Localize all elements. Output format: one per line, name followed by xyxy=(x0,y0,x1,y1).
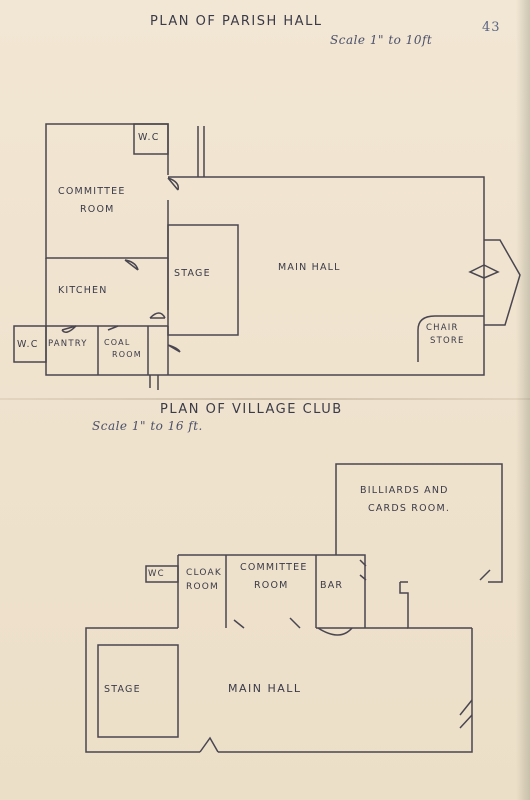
parish-coal-door-swing xyxy=(107,325,119,331)
club-billiards-room-wall xyxy=(335,463,503,583)
page-fold xyxy=(0,398,530,400)
village-club-scale: Scale 1" to 16 ft. xyxy=(92,419,203,433)
club-front-block-wall xyxy=(178,554,366,628)
club-committee-label-2: ROOM xyxy=(254,580,289,591)
club-bar-side-door xyxy=(359,559,367,581)
parish-porch-wall xyxy=(484,239,521,326)
club-committee-door-swing xyxy=(289,617,301,629)
club-billiards-door-swing xyxy=(479,569,491,581)
club-billiards-label-1: BILLIARDS AND xyxy=(360,485,449,496)
club-main-hall-label: MAIN HALL xyxy=(228,682,302,695)
club-stage-label: STAGE xyxy=(104,684,141,695)
parish-chair-label-1: CHAIR xyxy=(426,323,459,333)
parish-kitchen-label: KITCHEN xyxy=(58,285,108,296)
parish-hall-scale: Scale 1" to 10ft xyxy=(330,33,433,47)
club-main-hall-wall xyxy=(85,627,200,753)
club-cloak-door-swing xyxy=(233,619,245,629)
parish-wc-top-label: W.C xyxy=(138,132,160,143)
parish-main-hall-wall xyxy=(168,176,485,376)
parish-committee-label-2: ROOM xyxy=(80,204,115,215)
parish-hall-title: PLAN OF PARISH HALL xyxy=(150,14,323,29)
club-main-hall-right-wall xyxy=(218,628,473,753)
club-cloak-label-2: ROOM xyxy=(186,582,219,592)
parish-committee-door-swing xyxy=(167,177,180,191)
parish-wc-bottom-label: W.C xyxy=(17,339,39,350)
club-billiards-label-2: CARDS ROOM. xyxy=(368,503,451,514)
parish-service-door-swing xyxy=(149,312,166,319)
club-corridor-wall xyxy=(399,582,472,629)
parish-coal-label-1: COAL xyxy=(104,338,131,347)
club-wc-wall xyxy=(145,565,179,583)
parish-main-hall-label: MAIN HALL xyxy=(278,262,341,273)
club-front-door-swing xyxy=(199,736,219,753)
parish-wc-top-wall xyxy=(133,123,169,155)
club-bar-label: BAR xyxy=(320,580,344,591)
club-committee-label-1: COMMITTEE xyxy=(240,562,308,573)
parish-stage-wall xyxy=(167,224,239,336)
club-cloak-label-1: CLOAK xyxy=(186,568,222,578)
page-edge-shadow xyxy=(516,0,530,800)
parish-pantry-label: PANTRY xyxy=(48,339,88,349)
parish-coal-label-2: ROOM xyxy=(112,350,142,359)
parish-kitchen-door-swing xyxy=(124,259,139,271)
parish-stage-label: STAGE xyxy=(174,268,211,279)
parish-committee-label-1: COMMITTEE xyxy=(58,186,126,197)
village-club-title: PLAN OF VILLAGE CLUB xyxy=(160,402,343,417)
club-bar-door-swing xyxy=(317,627,353,636)
parish-coal-external-door xyxy=(149,375,159,390)
club-side-door-swing xyxy=(459,699,473,729)
club-wc-label: WC xyxy=(148,569,165,579)
parish-pantry-door-swing xyxy=(61,325,77,333)
parish-side-door-swing xyxy=(167,344,181,353)
parish-wc-bottom-wall xyxy=(13,325,47,363)
parish-porch-doors xyxy=(468,264,500,279)
parish-chair-label-2: STORE xyxy=(430,336,465,346)
page-number: 43 xyxy=(482,20,501,35)
club-stage-wall xyxy=(97,644,179,738)
parish-chair-store-wall xyxy=(417,315,484,362)
